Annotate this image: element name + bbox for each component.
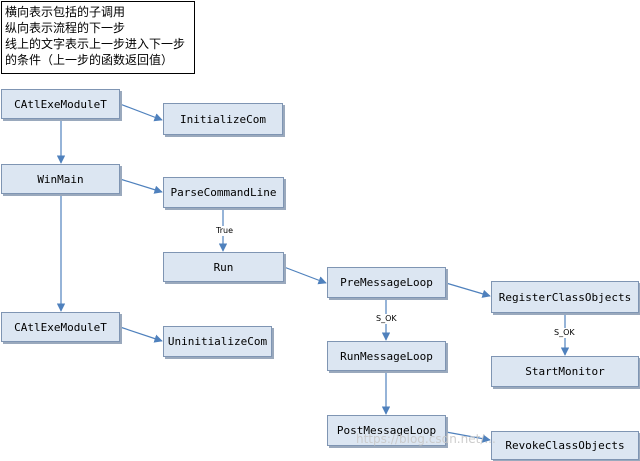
node-initialize-com[interactable]: InitializeCom (163, 103, 283, 135)
arrow-catl2-to-uninitcom (119, 326, 163, 343)
node-pre-message-loop[interactable]: PreMessageLoop (327, 267, 446, 298)
node-winmain[interactable]: WinMain (1, 164, 120, 194)
node-revoke-class-objects[interactable]: RevokeClassObjects (491, 431, 639, 460)
arrow-winmain-to-parse (119, 178, 163, 194)
node-post-message-loop[interactable]: PostMessageLoop (327, 415, 446, 446)
node-catl-exe-module-bottom[interactable]: CAtlExeModuleT (1, 312, 120, 342)
arrow-catl-to-initcom (119, 103, 163, 122)
node-run[interactable]: Run (163, 252, 284, 282)
arrow-postmsg-to-revoke (445, 431, 491, 443)
node-catl-exe-module-top[interactable]: CAtlExeModuleT (1, 89, 120, 119)
legend-box: 横向表示包括的子调用 纵向表示流程的下一步 线上的文字表示上一步进入下一步 的条… (1, 1, 195, 74)
edge-label-s-ok: S_OK (375, 314, 398, 324)
watermark-text: https://blog.csdn.net/... (356, 432, 496, 446)
legend-line: 的条件（上一步的函数返回值） (5, 53, 174, 67)
node-register-class-objects[interactable]: RegisterClassObjects (491, 281, 639, 313)
legend-line: 线上的文字表示上一步进入下一步 (5, 37, 186, 51)
node-uninitialize-com[interactable]: UninitializeCom (163, 326, 272, 357)
legend-line: 纵向表示流程的下一步 (5, 21, 126, 35)
edge-label-true: True (215, 226, 234, 236)
node-start-monitor[interactable]: StartMonitor (491, 356, 639, 387)
arrow-run-to-premsg (283, 266, 327, 285)
arrow-premsg-to-register (445, 282, 491, 298)
node-parse-command-line[interactable]: ParseCommandLine (163, 177, 284, 208)
node-run-message-loop[interactable]: RunMessageLoop (327, 341, 446, 371)
edge-label-s-ok: S_OK (553, 328, 576, 338)
legend-line: 横向表示包括的子调用 (5, 5, 126, 19)
